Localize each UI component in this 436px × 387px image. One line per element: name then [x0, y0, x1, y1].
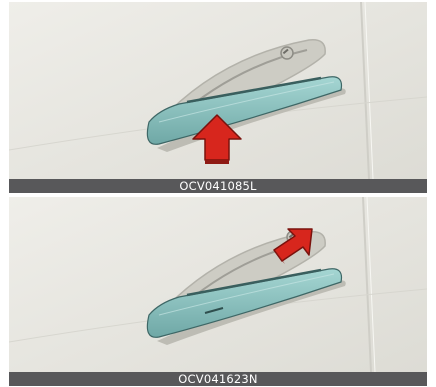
figure-door-handle-pull: OCV041623N [9, 197, 427, 386]
figure-caption: OCV041085L [9, 179, 427, 193]
door-handle-illustration [9, 197, 427, 386]
door-handle-illustration [9, 2, 427, 193]
figure-door-handle-push: OCV041085L [9, 2, 427, 193]
figure-caption: OCV041623N [9, 372, 427, 386]
